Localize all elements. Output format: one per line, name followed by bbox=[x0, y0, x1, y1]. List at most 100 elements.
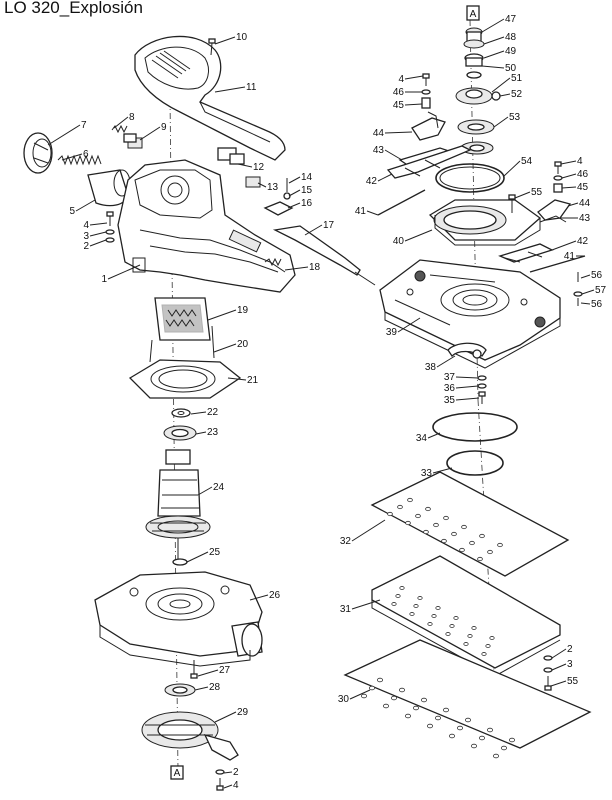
capacitor-part bbox=[217, 147, 245, 165]
plate-hole bbox=[453, 616, 459, 620]
plate-hole bbox=[417, 596, 423, 600]
pad-hole bbox=[405, 520, 411, 526]
part-number-label: 33 bbox=[421, 468, 433, 479]
plate-hole bbox=[427, 622, 433, 626]
callout-leader-line bbox=[351, 519, 386, 542]
part-number-label: 8 bbox=[129, 112, 135, 123]
callout-leader-line bbox=[427, 432, 441, 439]
rod-part-left bbox=[377, 189, 426, 216]
callout-leader-line bbox=[89, 231, 107, 237]
switch-part bbox=[111, 124, 143, 149]
part-number-label: 3 bbox=[567, 659, 573, 670]
sanding-pad-part bbox=[370, 471, 570, 577]
sheet-hole bbox=[368, 685, 375, 691]
callout-leader-line bbox=[139, 126, 161, 141]
sheet-hole bbox=[382, 703, 389, 709]
svg-text:A: A bbox=[174, 768, 181, 779]
callout-leader-line bbox=[404, 75, 424, 80]
screw-set-left-upper bbox=[105, 211, 115, 243]
callout-leader-line bbox=[551, 648, 567, 659]
callout-leader-line bbox=[47, 124, 81, 146]
sheet-hole bbox=[420, 697, 427, 703]
callout-leader-line bbox=[551, 663, 567, 671]
part-number-label: 9 bbox=[161, 122, 167, 133]
pad-hole bbox=[423, 529, 429, 535]
bellows-part bbox=[428, 199, 542, 246]
pad-hole bbox=[461, 524, 467, 530]
part-number-label: 50 bbox=[505, 63, 517, 74]
part-number-label: 23 bbox=[207, 427, 219, 438]
part-number-label: 54 bbox=[521, 156, 533, 167]
part-number-label: 32 bbox=[340, 536, 352, 547]
callout-leader-line bbox=[351, 599, 381, 610]
part-number-label: 17 bbox=[323, 220, 335, 231]
sheet-hole bbox=[376, 677, 383, 683]
sanding-sheet-part bbox=[343, 639, 592, 759]
callout-leader-line bbox=[483, 36, 505, 45]
spacer-set-part bbox=[573, 272, 583, 306]
part-number-label: 34 bbox=[416, 433, 428, 444]
part-number-label: 35 bbox=[444, 395, 456, 406]
callout-leader-line bbox=[194, 686, 209, 691]
callout-leader-line bbox=[493, 116, 509, 128]
pad-hole bbox=[459, 547, 465, 553]
part-number-label: 46 bbox=[393, 87, 405, 98]
pad-hole bbox=[415, 513, 421, 519]
part-number-label: 45 bbox=[393, 100, 405, 111]
part-number-label: 25 bbox=[209, 547, 221, 558]
callout-leader-line bbox=[237, 163, 253, 168]
svg-text:A: A bbox=[470, 9, 477, 20]
speed-knob-part bbox=[23, 132, 53, 174]
part-number-label: 7 bbox=[81, 120, 87, 131]
plate-hole bbox=[409, 612, 415, 616]
o-ring-part-33 bbox=[446, 450, 504, 476]
pad-hole bbox=[387, 511, 393, 517]
sheet-hole bbox=[442, 707, 449, 713]
callout-leader-line bbox=[113, 116, 129, 129]
callout-leader-line bbox=[214, 36, 236, 45]
part-number-label: 5 bbox=[69, 206, 75, 217]
sheet-hole bbox=[456, 725, 463, 731]
pad-hole bbox=[441, 538, 447, 544]
plate-hole bbox=[435, 606, 441, 610]
part-number-label: 37 bbox=[444, 372, 456, 383]
plate-hole bbox=[467, 634, 473, 638]
part-number-label: 26 bbox=[269, 590, 281, 601]
part-number-label: 42 bbox=[577, 236, 589, 247]
pad-hole bbox=[487, 549, 493, 555]
callout-leader-line bbox=[432, 467, 453, 474]
handle-cover-part bbox=[134, 35, 286, 161]
carbon-brush-part bbox=[245, 176, 261, 188]
screw-set-right-c bbox=[543, 655, 553, 691]
part-number-label: 41 bbox=[564, 251, 576, 262]
pad-hole bbox=[479, 533, 485, 539]
callout-leader-line bbox=[561, 173, 577, 179]
sheet-hole bbox=[412, 705, 419, 711]
part-number-label: 57 bbox=[595, 285, 607, 296]
callout-leader-line bbox=[223, 784, 233, 789]
bearing-part-28 bbox=[164, 683, 196, 697]
part-number-label: 4 bbox=[577, 156, 583, 167]
plate-hole bbox=[463, 642, 469, 646]
base-housing-part bbox=[94, 571, 263, 667]
part-number-label: 11 bbox=[246, 82, 257, 93]
part-number-label: 13 bbox=[267, 182, 279, 193]
part-number-label: 14 bbox=[301, 172, 313, 183]
pad-hole bbox=[443, 515, 449, 521]
callout-leader-line bbox=[397, 317, 421, 333]
callout-leader-line bbox=[287, 202, 301, 209]
part-number-label: 31 bbox=[340, 604, 352, 615]
part-number-label: 47 bbox=[505, 14, 517, 25]
part-number-callouts: 1234567891011121314151617181920212223242… bbox=[47, 14, 607, 791]
callout-leader-line bbox=[349, 689, 371, 700]
callout-leader-line bbox=[284, 266, 309, 271]
part-number-label: 3 bbox=[83, 231, 89, 242]
diagram-title: LO 320_Explosión bbox=[4, 0, 143, 17]
screw-set-right-a bbox=[421, 73, 431, 109]
part-number-label: 16 bbox=[301, 198, 313, 209]
o-ring-part-34 bbox=[432, 412, 518, 442]
callout-leader-line bbox=[213, 343, 237, 353]
callout-leader-line bbox=[366, 210, 379, 216]
callout-leader-line bbox=[404, 229, 433, 242]
sheet-hole bbox=[508, 737, 515, 743]
